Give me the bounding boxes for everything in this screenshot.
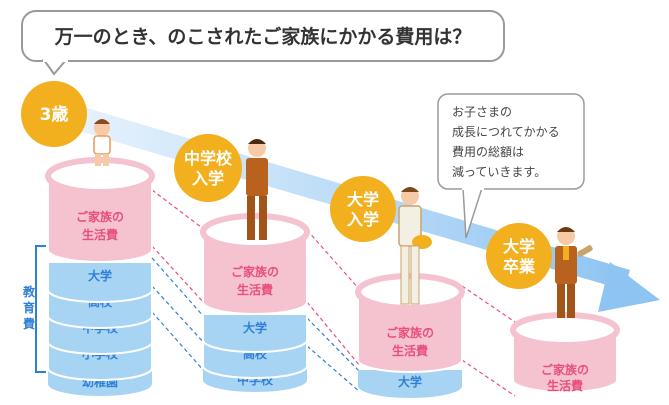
badge-junior-high-entry: 中学校 入学 [174, 134, 242, 202]
note-line: 費用の総額は [452, 144, 524, 159]
note-bubble: お子さまの 成長につれてかかる 費用の総額は 減っていきます。 [437, 93, 585, 239]
living-label: ご家族の [231, 264, 279, 279]
stage-4-stack: ご家族の 生活費 [510, 227, 620, 393]
graduate-figure [555, 227, 593, 318]
badge-label: 大学 [503, 237, 535, 256]
living-label: 生活費 [237, 282, 273, 297]
living-label: 生活費 [392, 343, 428, 358]
living-label: ご家族の [386, 325, 434, 340]
side-label-char: 教 [22, 284, 36, 299]
education-bracket: 教 育 費 [22, 245, 46, 373]
note-line: 減っていきます。 [452, 164, 546, 179]
badge-label: 卒業 [503, 257, 536, 276]
page-title: 万一のとき、のこされたご家族にかかる費用は？ [54, 25, 472, 48]
side-label-char: 育 [23, 300, 35, 315]
edu-label: 大学 [398, 374, 422, 389]
living-label: 生活費 [82, 227, 118, 242]
badge-label: 大学 [347, 190, 379, 209]
living-label: ご家族の [76, 209, 124, 224]
stage-1-stack: 幼稚園 小学校 中学校 高校 大学 ご家族の 生活費 [45, 119, 155, 396]
badge-label: 3歳 [40, 104, 69, 125]
child-figure [93, 119, 111, 166]
badge-3-years: 3歳 [21, 81, 87, 147]
university-student-figure [398, 187, 432, 305]
stage-2-stack: 中学校 高校 大学 ご家族の 生活費 [200, 139, 310, 392]
edu-label: 大学 [243, 320, 267, 335]
note-line: お子さまの [452, 105, 512, 119]
badge-university-entry: 大学 入学 [330, 176, 396, 242]
badge-university-graduation: 大学 卒業 [486, 223, 552, 289]
living-label: 生活費 [547, 378, 583, 393]
living-layer: ご家族の 生活費 [45, 157, 155, 263]
living-layer: ご家族の 生活費 [355, 273, 465, 373]
student-uniform-figure [246, 139, 268, 240]
note-line: 成長につれてかかる [452, 125, 560, 139]
living-label: ご家族の [541, 362, 589, 377]
stage-3-stack: 大学 ご家族の 生活費 [355, 187, 465, 398]
edu-layer: 大学 [358, 370, 462, 398]
side-label-char: 費 [23, 316, 35, 331]
badge-label: 入学 [347, 210, 379, 229]
badge-label: 中学校 [184, 149, 233, 168]
badge-label: 入学 [192, 169, 224, 188]
edu-label: 大学 [88, 268, 112, 283]
connector-lines [151, 189, 516, 397]
edu-layer: 大学 [47, 261, 153, 303]
edu-layer: 大学 [202, 313, 308, 353]
living-layer: ご家族の 生活費 [510, 312, 620, 393]
title-bubble: 万一のとき、のこされたご家族にかかる費用は？ [21, 10, 505, 76]
